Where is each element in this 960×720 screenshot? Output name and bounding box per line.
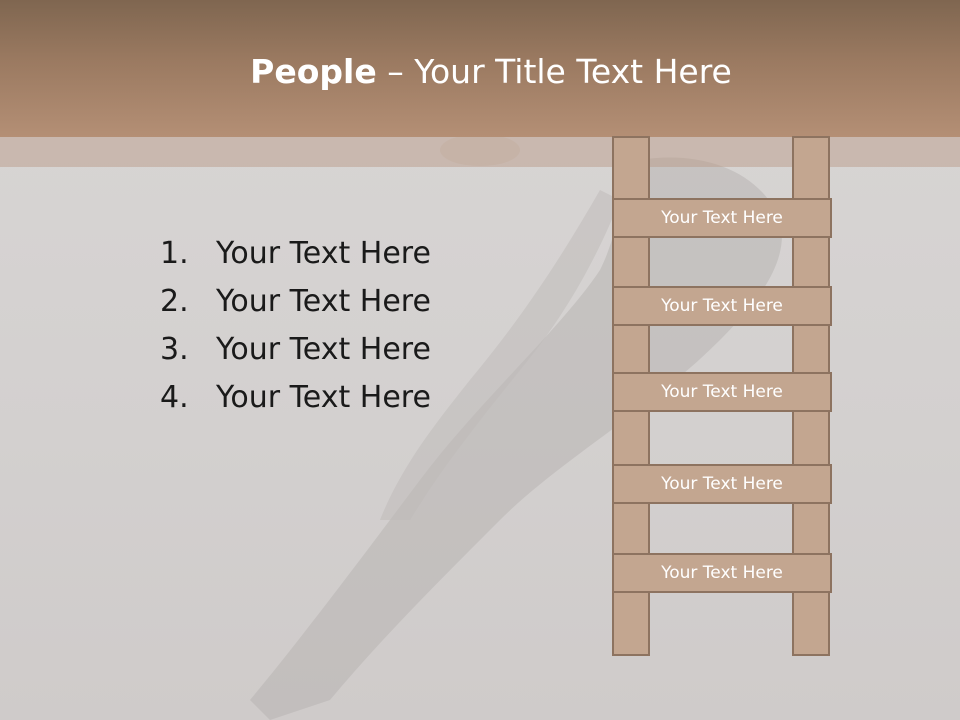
list-number: 2. bbox=[160, 284, 189, 319]
list-item: 3. Your Text Here bbox=[160, 326, 431, 374]
list-text: Your Text Here bbox=[216, 284, 431, 319]
slide-title: People – Your Title Text Here bbox=[0, 52, 960, 91]
title-bold: People bbox=[250, 52, 377, 91]
list-number: 3. bbox=[160, 332, 189, 367]
list-number: 1. bbox=[160, 236, 189, 271]
list-item: 4. Your Text Here bbox=[160, 374, 431, 422]
list-item: 1. Your Text Here bbox=[160, 230, 431, 278]
numbered-list: 1. Your Text Here 2. Your Text Here 3. Your… bbox=[160, 230, 431, 422]
list-number: 4. bbox=[160, 380, 189, 415]
list-text: Your Text Here bbox=[216, 380, 431, 415]
ladder-rung: Your Text Here bbox=[612, 464, 832, 504]
ladder-rung: Your Text Here bbox=[612, 286, 832, 326]
ladder-rung: Your Text Here bbox=[612, 553, 832, 593]
ladder-rung: Your Text Here bbox=[612, 198, 832, 238]
list-item: 2. Your Text Here bbox=[160, 278, 431, 326]
list-text: Your Text Here bbox=[216, 236, 431, 271]
title-bar bbox=[0, 0, 960, 137]
list-text: Your Text Here bbox=[216, 332, 431, 367]
title-rest: – Your Title Text Here bbox=[376, 52, 732, 91]
ladder-rung: Your Text Here bbox=[612, 372, 832, 412]
